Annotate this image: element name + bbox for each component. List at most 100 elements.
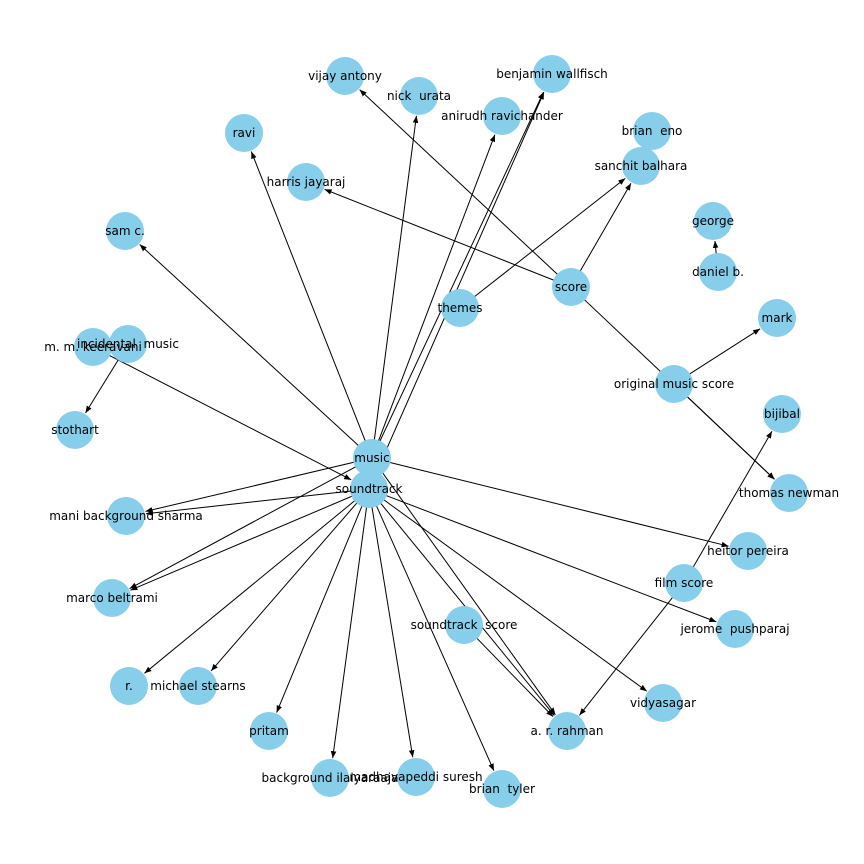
node-harris-jayaraj bbox=[287, 163, 325, 201]
node-label-michael-stearns: michael stearns bbox=[150, 679, 245, 693]
edge-film_score-to-bijibal bbox=[692, 431, 773, 569]
node-michael-stearns bbox=[179, 667, 217, 705]
edge-soundtrack-to-r bbox=[144, 499, 357, 674]
node-music bbox=[353, 439, 391, 477]
node-benjamin-wallfisch bbox=[533, 55, 571, 93]
node-label-a-r-rahman: a. r. rahman bbox=[531, 724, 604, 738]
node-marco-beltrami bbox=[93, 579, 131, 617]
edge-soundtrack-to-pritam bbox=[276, 504, 363, 713]
edge-music-to-a_r_rahman bbox=[381, 471, 556, 716]
node-label-heitor-pereira: heitor pereira bbox=[707, 544, 789, 558]
node-label-original-music-score: original music score bbox=[614, 377, 734, 391]
edge-score-to-sanchit_balhara bbox=[579, 183, 632, 273]
node-themes bbox=[441, 289, 479, 327]
edge-m_m_keeravani-to-soundtrack bbox=[107, 354, 352, 481]
edge-music-to-heitor_pereira bbox=[388, 461, 729, 548]
node-label-anirudh-ravichander: anirudh ravichander bbox=[441, 109, 563, 123]
node-brian-eno bbox=[633, 112, 671, 150]
edge-score-to-harris_jayaraj bbox=[324, 188, 556, 282]
node-label-brian-tyler: brian tyler bbox=[469, 782, 535, 796]
node-label-incidental-music: incidental music bbox=[77, 337, 179, 351]
node-pritam bbox=[250, 712, 288, 750]
node-label-mark: mark bbox=[762, 311, 793, 325]
edge-original_music_score-to-mark bbox=[688, 328, 761, 376]
edge-soundtrack-to-marco_beltrami bbox=[130, 495, 354, 591]
edge-original_music_score-to-thomas_newman bbox=[685, 395, 775, 480]
node-stothart bbox=[56, 411, 94, 449]
node-brian-tyler bbox=[483, 770, 521, 808]
node-background-ilaiyaraaja bbox=[311, 759, 349, 797]
edge-score-to-vijay_antony bbox=[359, 89, 559, 276]
edge-soundtrack-to-madhavapeddi_suresh bbox=[371, 505, 415, 758]
edge-music-to-sam_c bbox=[139, 244, 360, 447]
node-label-brian-eno: brian eno bbox=[622, 124, 683, 138]
edges-layer bbox=[85, 89, 775, 771]
node-label-soundtrack-score: soundtrack score bbox=[411, 618, 518, 632]
node-label-nick-urata: nick urata bbox=[387, 89, 451, 103]
edge-music-to-benjamin_wallfisch bbox=[378, 91, 544, 443]
node-sanchit-balhara bbox=[622, 147, 660, 185]
node-label-themes: themes bbox=[437, 301, 482, 315]
node-daniel-b bbox=[699, 253, 737, 291]
edge-music-to-mani_background_sharma bbox=[145, 461, 356, 513]
node-film-score bbox=[665, 564, 703, 602]
node-label-vidyasagar: vidyasagar bbox=[630, 696, 696, 710]
edge-daniel_b-to-george bbox=[712, 240, 719, 256]
edge-music-to-marco_beltrami bbox=[129, 465, 358, 589]
node-m-m-keeravani bbox=[74, 328, 112, 366]
node-label-pritam: pritam bbox=[249, 724, 289, 738]
node-nick-urata bbox=[400, 77, 438, 115]
edge-themes-to-sanchit_balhara bbox=[473, 177, 626, 298]
edge-soundtrack_score-to-a_r_rahman bbox=[475, 636, 554, 718]
edge-soundtrack-to-brian_tyler bbox=[375, 504, 495, 771]
node-label-soundtrack: soundtrack bbox=[336, 482, 403, 496]
node-thomas-newman bbox=[770, 474, 808, 512]
node-score bbox=[552, 268, 590, 306]
node-george bbox=[694, 202, 732, 240]
node-vijay-antony bbox=[326, 57, 364, 95]
labels-layer: music soundtrack score themes original music… bbox=[44, 67, 839, 796]
edge-incidental_music-to-stothart bbox=[85, 358, 120, 414]
node-label-stothart: stothart bbox=[51, 423, 99, 437]
node-r bbox=[110, 667, 148, 705]
node-label-mani-background-sharma: mani background sharma bbox=[49, 509, 203, 523]
edge-soundtrack-to-mani_background_sharma bbox=[145, 490, 353, 516]
node-jerome-pushparaj bbox=[716, 610, 754, 648]
node-label-sam-c: sam c. bbox=[105, 224, 145, 238]
node-label-vijay-antony: vijay antony bbox=[308, 69, 382, 83]
node-soundtrack bbox=[350, 470, 388, 508]
node-label-score: score bbox=[555, 280, 587, 294]
node-label-madhavapeddi-suresh: madhavapeddi suresh bbox=[349, 770, 482, 784]
node-a-r-rahman bbox=[548, 712, 586, 750]
node-vidyasagar bbox=[644, 684, 682, 722]
node-label-ravi: ravi bbox=[233, 126, 256, 140]
node-label-thomas-newman: thomas newman bbox=[739, 486, 839, 500]
node-label-george: george bbox=[692, 214, 734, 228]
node-soundtrack-score bbox=[445, 606, 483, 644]
edge-music-to-anirudh_ravichander bbox=[377, 134, 496, 443]
node-bijibal bbox=[763, 395, 801, 433]
node-label-music: music bbox=[354, 451, 389, 465]
edge-music-to-ravi bbox=[250, 151, 367, 443]
node-madhavapeddi-suresh bbox=[397, 758, 435, 796]
node-label-benjamin-wallfisch: benjamin wallfisch bbox=[496, 67, 608, 81]
node-label-background-ilaiyaraaja: background ilaiyaraaja bbox=[262, 771, 399, 785]
node-label-daniel-b: daniel b. bbox=[692, 265, 744, 279]
node-sam-c bbox=[106, 212, 144, 250]
node-mark bbox=[758, 299, 796, 337]
edge-soundtrack-to-vidyasagar bbox=[382, 498, 648, 692]
edge-soundtrack-to-benjamin_wallfisch bbox=[375, 92, 545, 474]
node-incidental-music bbox=[109, 325, 147, 363]
node-label-marco-beltrami: marco beltrami bbox=[66, 591, 158, 605]
node-heitor-pereira bbox=[729, 532, 767, 570]
node-anirudh-ravichander bbox=[483, 97, 521, 135]
node-mani-background-sharma bbox=[107, 497, 145, 535]
node-label-film-score: film score bbox=[655, 576, 714, 590]
node-label-bijibal: bijibal bbox=[764, 407, 800, 421]
edge-soundtrack-to-background_ilaiyaraaja bbox=[330, 505, 368, 759]
node-label-m-m-keeravani: m. m. keeravani bbox=[44, 340, 142, 354]
node-label-harris-jayaraj: harris jayaraj bbox=[267, 175, 346, 189]
node-label-sanchit-balhara: sanchit balhara bbox=[595, 159, 688, 173]
node-original-music-score bbox=[655, 365, 693, 403]
